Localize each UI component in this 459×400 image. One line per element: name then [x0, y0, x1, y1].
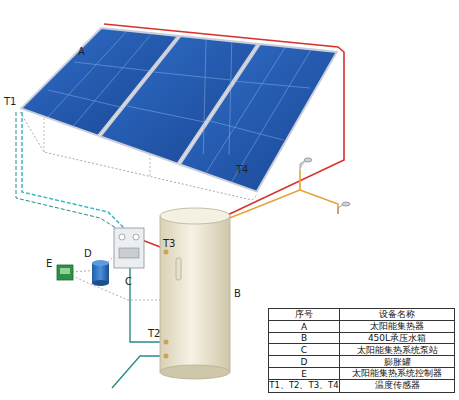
table-text: D — [301, 357, 308, 367]
callout-letter: T4 — [236, 164, 248, 176]
pump-station — [119, 248, 139, 258]
solar-collector — [127, 106, 204, 122]
table-text: B — [301, 333, 307, 343]
solar-collector — [203, 39, 206, 154]
solar-collector — [48, 31, 312, 183]
callout-letter: D — [84, 248, 92, 260]
table-cell: T1、T2、T3、T4 — [268, 379, 340, 393]
callout-letter: C — [125, 276, 132, 288]
water-tank — [160, 216, 230, 372]
controller — [57, 265, 73, 280]
solar-collector — [206, 47, 286, 174]
table-text: T1、T2、T3、T4 — [269, 380, 338, 392]
water-tank — [160, 365, 230, 379]
callout-letter: T2 — [148, 328, 160, 340]
solar-collector — [207, 120, 284, 140]
table-text: E — [301, 369, 307, 379]
solar-collector — [229, 41, 232, 155]
table-text: A — [301, 322, 307, 332]
solar-collector — [75, 62, 152, 71]
water-tank — [164, 340, 169, 345]
expansion-tank — [92, 260, 109, 286]
pump-station — [119, 234, 125, 240]
controller — [57, 265, 73, 280]
solar-collector — [48, 90, 125, 108]
return-pipe — [22, 112, 124, 228]
table-text: 温度传感器 — [375, 379, 420, 392]
solar-collector — [154, 72, 231, 80]
solar-collector — [73, 33, 152, 126]
pump-station — [133, 234, 139, 240]
controller — [60, 268, 70, 274]
callout-letter: T3 — [163, 238, 175, 250]
table-text: C — [301, 345, 307, 355]
pump-station — [114, 228, 144, 268]
solar-collector — [233, 81, 310, 88]
shower-head — [300, 158, 350, 214]
solar-collector — [180, 44, 337, 192]
expansion-tank — [92, 280, 109, 286]
hot-water-pipe — [300, 190, 338, 214]
callout-letter: B — [234, 288, 241, 300]
pump-station — [114, 228, 144, 268]
flow-pipe — [104, 24, 344, 232]
water-tank — [164, 250, 169, 255]
return-pipe — [16, 112, 116, 228]
water-tank — [176, 258, 181, 280]
shower-head — [304, 158, 312, 162]
water-tank — [164, 354, 169, 359]
table-cell: 温度传感器 — [339, 379, 455, 393]
callout-letter: A — [78, 46, 85, 58]
water-tank — [160, 208, 230, 224]
solar-collector — [21, 28, 337, 192]
solar-collector — [231, 49, 311, 182]
water-tank — [160, 208, 230, 379]
callout-letter: T1 — [4, 96, 16, 108]
expansion-tank — [92, 260, 109, 266]
solar-collector — [48, 31, 128, 118]
shower-head — [342, 202, 350, 206]
callout-letter: E — [46, 258, 52, 270]
